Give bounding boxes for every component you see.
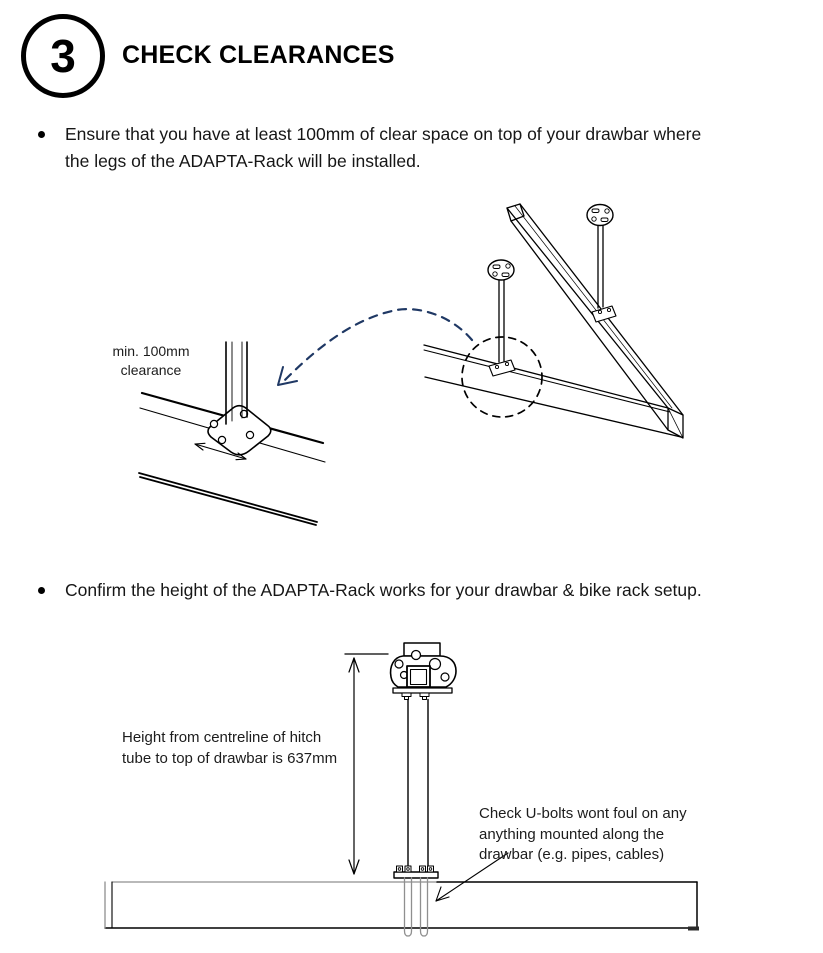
- leg-post: [407, 698, 429, 873]
- clearance-figure: [138, 203, 684, 526]
- detail-callout-circle: [461, 336, 543, 418]
- bullet-line: Ensure that you have at least 100mm of c…: [65, 124, 702, 144]
- leg-post: [225, 341, 248, 425]
- step-number: 3: [50, 30, 76, 82]
- leg-on-drawbar-detail: [138, 341, 326, 526]
- left-leg: [487, 259, 516, 377]
- drawbar-corner-mark: [688, 926, 699, 931]
- page-title: CHECK CLEARANCES: [122, 41, 395, 69]
- u-bolts: [403, 877, 429, 937]
- height-figure: [104, 642, 699, 937]
- dashed-pointer-arrow: [277, 308, 474, 386]
- drawbar: [104, 881, 699, 931]
- bullet-confirm-height: Confirm the height of the ADAPTA-Rack wo…: [38, 577, 806, 604]
- slide-direction-arrow: [194, 442, 247, 461]
- ubolt-note-label: Check U-bolts wont foul on any anything …: [479, 805, 687, 863]
- bullet-dot: [38, 587, 45, 594]
- dimension-arrow: [344, 653, 389, 875]
- hitch-receiver-tube: [406, 665, 431, 688]
- bullet-line: the legs of the ADAPTA-Rack will be inst…: [65, 151, 421, 171]
- base-plate: [393, 865, 439, 879]
- step-number-badge: 3: [21, 14, 105, 98]
- aframe-drawbar-view: [423, 203, 684, 439]
- ubolt-pointer-arrow: [435, 852, 509, 902]
- clearance-label: min. 100mm clearance: [112, 343, 190, 378]
- lower-beam: [423, 344, 682, 438]
- hitch-bolts: [401, 692, 430, 700]
- right-leg: [586, 203, 617, 323]
- bullet-clear-space: Ensure that you have at least 100mm of c…: [38, 121, 806, 175]
- bullet-line: Confirm the height of the ADAPTA-Rack wo…: [65, 580, 702, 600]
- height-dimension-label: Height from centreline of hitch tube to …: [122, 729, 338, 767]
- hitch-head-assembly: [389, 642, 457, 700]
- bullet-dot: [38, 131, 45, 138]
